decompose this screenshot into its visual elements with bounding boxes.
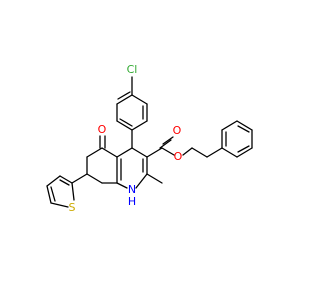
bond <box>50 186 56 202</box>
bond <box>116 182 128 189</box>
bond <box>59 175 73 184</box>
bond <box>146 147 163 158</box>
bond <box>117 91 131 100</box>
bond <box>86 173 103 184</box>
bond <box>101 147 118 158</box>
bond <box>135 173 148 189</box>
atom-labels: Cl O O O N H S <box>69 63 183 214</box>
bond <box>161 147 175 156</box>
molecule-drawing: Cl O O O N H S <box>46 63 253 214</box>
bond <box>119 118 133 127</box>
bond <box>146 173 163 184</box>
bond <box>131 94 148 105</box>
bond <box>86 147 103 158</box>
bonds <box>46 76 253 208</box>
amine-nitrogen-label: N <box>128 183 136 196</box>
bond <box>237 125 250 133</box>
bond <box>236 120 253 131</box>
bond <box>116 120 133 131</box>
bond <box>221 120 238 131</box>
bond <box>221 147 238 158</box>
structure-canvas: Cl O O O N H S <box>46 63 253 214</box>
ketone-oxygen-label: O <box>98 123 107 136</box>
chlorine-label: Cl <box>127 63 138 76</box>
ester-ether-oxygen-label: O <box>174 150 183 163</box>
bond <box>237 145 250 153</box>
bond <box>50 202 69 208</box>
bond <box>182 147 193 156</box>
bond <box>46 175 61 187</box>
bond <box>71 182 75 201</box>
bond <box>116 94 133 105</box>
thiophene-sulfur-label: S <box>69 201 76 214</box>
bond <box>116 147 133 158</box>
bond <box>71 173 88 184</box>
bond <box>131 120 148 131</box>
bond <box>206 147 223 158</box>
bond <box>159 139 172 149</box>
bond <box>191 147 208 158</box>
ester-carbonyl-oxygen-label: O <box>173 124 182 137</box>
bond <box>236 147 253 158</box>
amine-hydrogen-label: H <box>128 195 136 208</box>
bond <box>59 179 70 186</box>
bond <box>162 136 174 145</box>
bond <box>131 147 148 158</box>
bond <box>46 185 52 204</box>
